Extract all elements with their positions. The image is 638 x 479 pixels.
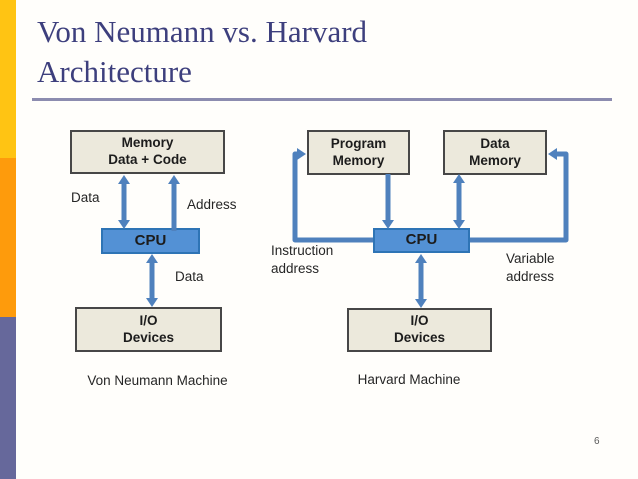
hv-program-memory-box: Program Memory [307, 130, 410, 175]
slide-title: Von Neumann vs. Harvard Architecture [37, 14, 368, 89]
hv-variable-address-line1: Variable [506, 251, 555, 266]
title-divider [32, 98, 612, 101]
hv-data-memory-line2: Memory [469, 152, 521, 168]
vn-cpu-box: CPU [101, 228, 200, 254]
vn-io-bus-arrow [146, 254, 158, 307]
hv-program-to-cpu-arrow [382, 174, 394, 229]
hv-instruction-address-label: Instruction address [271, 242, 333, 278]
vn-caption: Von Neumann Machine [87, 373, 228, 388]
hv-io-bus-arrow [415, 254, 427, 308]
vn-io-data-bus-label: Data [175, 269, 204, 284]
vn-memory-line2: Data + Code [108, 152, 187, 167]
vn-data-bus-label: Data [71, 190, 100, 205]
hv-cpu-box: CPU [373, 228, 470, 253]
hv-instruction-address-line1: Instruction [271, 243, 334, 258]
vn-memory-line1: Memory [121, 135, 174, 151]
vn-io-line2: Devices [122, 329, 175, 345]
vn-io-box: I/O Devices [75, 307, 222, 352]
hv-program-memory-line1: Program [330, 135, 387, 151]
hv-cpu-label: CPU [405, 231, 438, 249]
hv-data-memory-box: Data Memory [443, 130, 547, 175]
hv-io-line1: I/O [410, 313, 429, 329]
vn-cpu-label: CPU [134, 231, 167, 249]
vn-address-bus-label: Address [187, 197, 237, 212]
hv-data-memory-line1: Data [480, 135, 510, 151]
hv-caption: Harvard Machine [357, 372, 461, 387]
hv-variable-address-label: Variable address [506, 250, 555, 286]
hv-io-box: I/O Devices [347, 308, 492, 352]
page-number: 6 [594, 436, 600, 447]
hv-variable-address-line2: address [506, 269, 555, 284]
vn-memory-box: Memory Data + Code [70, 130, 225, 174]
vn-address-bus-arrow [168, 175, 180, 231]
sidebar-accent-purple [0, 317, 16, 479]
sidebar-accent-orange [0, 158, 16, 317]
hv-data-memory-cpu-arrow [453, 174, 465, 229]
vn-io-line1: I/O [139, 312, 158, 328]
hv-io-line2: Devices [393, 330, 446, 345]
hv-instruction-address-line2: address [271, 261, 320, 276]
sidebar-accent-yellow [0, 0, 16, 158]
vn-data-bus-arrow [118, 175, 130, 229]
hv-program-memory-line2: Memory [332, 152, 385, 168]
